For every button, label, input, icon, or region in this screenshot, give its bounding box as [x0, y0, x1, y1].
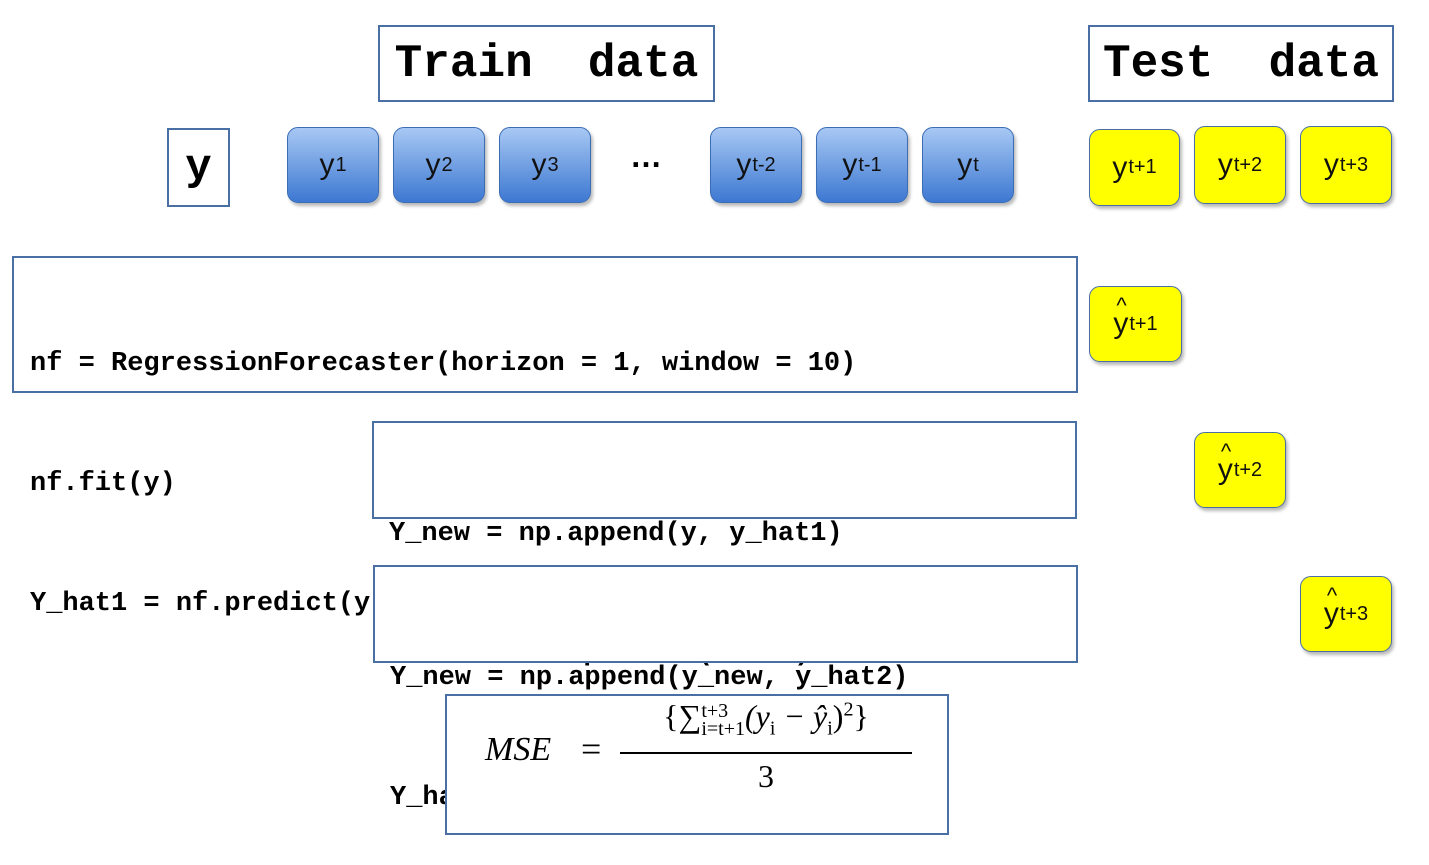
power: 2: [843, 698, 854, 721]
sum-lower: i=t+1: [701, 717, 746, 740]
code-line: Y_new = np.append(y_new, y_hat2): [390, 663, 909, 693]
sum-symbol: {∑: [663, 698, 702, 734]
mse-label: MSE: [485, 731, 552, 768]
code-line: nf.fit(y): [30, 469, 176, 499]
tile-sub: 1: [335, 153, 347, 176]
fraction-bar: [620, 752, 912, 754]
tile-sub: 2: [441, 153, 453, 176]
numerator-term: (y: [745, 698, 770, 734]
close-paren: ): [832, 698, 844, 734]
code-block-2: Y_new = np.append(y, y_hat1) Y_hat2 = nf…: [372, 421, 1077, 669]
tile-base: y: [1218, 439, 1233, 487]
sum-upper: t+3: [701, 699, 729, 722]
series-label: y: [167, 128, 230, 207]
code-block-3: Y_new = np.append(y_new, y_hat2) Y_hat3 …: [373, 565, 1078, 813]
tile-sub: t: [973, 153, 979, 176]
tile-sub: t+3: [1339, 602, 1369, 625]
tile-base: y: [1113, 293, 1128, 341]
equals-sign: =: [581, 729, 602, 769]
predicted-tile: yt+1: [1089, 286, 1182, 362]
train-data-header: Train data: [378, 25, 715, 102]
predicted-tile: yt+3: [1300, 576, 1392, 652]
close-brace: }: [853, 698, 869, 734]
tile-sub: t-2: [752, 153, 776, 176]
tile-sub: t+1: [1129, 312, 1158, 335]
numerator-index: i: [827, 717, 833, 740]
tile-sub: t+2: [1233, 153, 1263, 176]
tile-base: y: [736, 148, 752, 181]
tile-base: y: [425, 148, 441, 181]
tile-sub: t-1: [858, 153, 882, 176]
numerator-index: i: [769, 717, 776, 740]
tile-base: y: [842, 148, 858, 181]
tile-base: y: [1112, 150, 1128, 184]
tile-base: y: [957, 148, 973, 181]
tile-base: y: [1323, 148, 1339, 181]
tile-base: y: [319, 148, 335, 181]
test-data-header: Test data: [1088, 25, 1394, 102]
tile-sub: t+2: [1233, 458, 1263, 481]
tile-base: y: [1217, 148, 1233, 181]
predicted-tile: yt+2: [1194, 432, 1286, 508]
code-block-1: nf = RegressionForecaster(horizon = 1, w…: [12, 256, 1078, 619]
code-line: nf = RegressionForecaster(horizon = 1, w…: [30, 349, 857, 379]
code-line: Y_new = np.append(y, y_hat1): [389, 519, 843, 549]
tile-sub: t+1: [1128, 156, 1157, 178]
tile-sub: 3: [547, 153, 559, 176]
numerator-hat-term: − ŷ: [775, 698, 828, 734]
ellipsis: …: [630, 138, 662, 174]
tile-sub: t+3: [1339, 153, 1369, 176]
tile-base: y: [1324, 583, 1339, 631]
code-line: Y_hat1 = nf.predict(y): [30, 589, 387, 619]
formula-denominator: 3: [758, 758, 774, 794]
tile-base: y: [531, 148, 547, 181]
